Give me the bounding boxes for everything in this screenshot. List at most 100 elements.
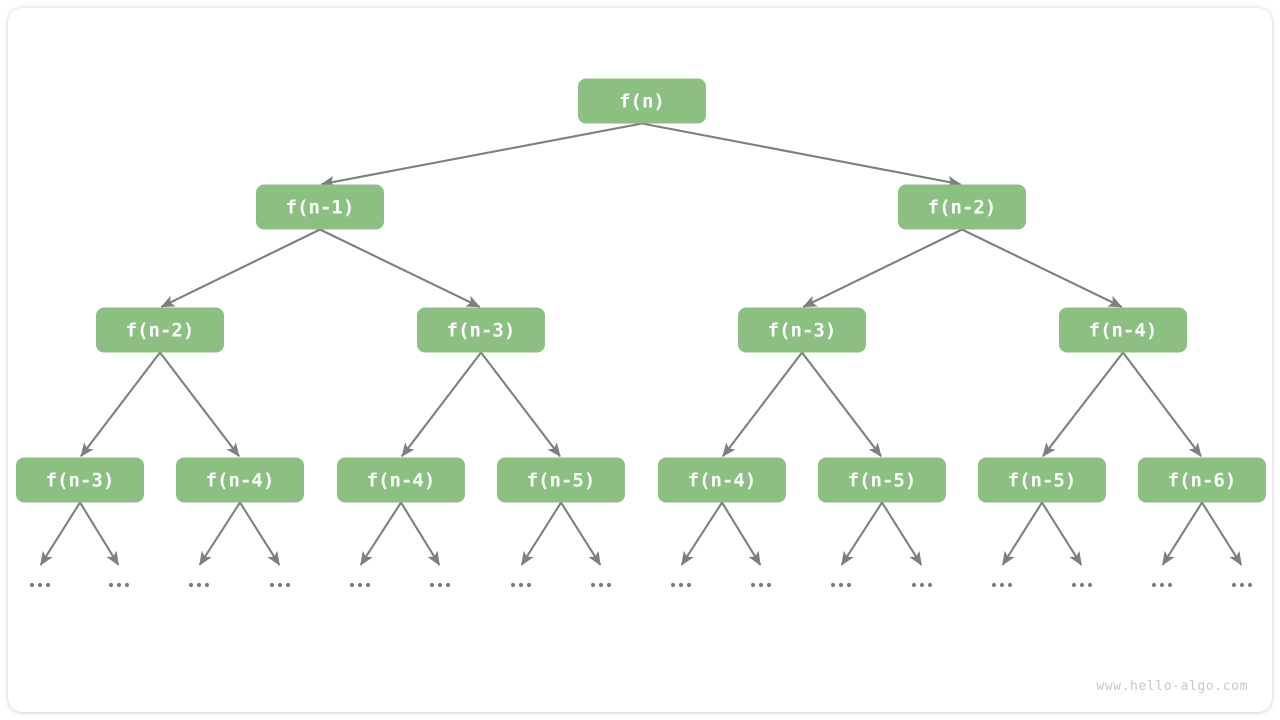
ellipsis-dot: [365, 582, 371, 588]
ellipsis-dot: [518, 582, 524, 588]
ellipsis-dot: [45, 582, 51, 588]
ellipsis-dot: [686, 582, 692, 588]
tree-edge: [802, 228, 963, 308]
tree-node-label: f(n-4): [206, 470, 275, 492]
tree-edge: [319, 228, 481, 308]
tree-node[interactable]: f(n-4): [658, 457, 786, 503]
ellipsis-dot: [29, 582, 35, 588]
ellipsis-dot: [357, 582, 363, 588]
tree-node-label: f(n-4): [688, 470, 757, 492]
ellipsis-dot: [429, 582, 435, 588]
ellipsis-dot: [1087, 582, 1093, 588]
tree-node-box: [176, 457, 304, 503]
ellipsis-dot: [1247, 582, 1253, 588]
ellipsis-dot: [510, 582, 516, 588]
ellipsis-dot: [1007, 582, 1013, 588]
ellipsis-dots: [429, 582, 451, 588]
ellipsis-dot: [590, 582, 596, 588]
tree-edge: [1042, 351, 1124, 457]
tree-node[interactable]: f(n-2): [898, 184, 1026, 230]
tree-node-label: f(n-3): [768, 320, 837, 342]
tree-node[interactable]: f(n-5): [497, 457, 625, 503]
tree-node-label: f(n-1): [286, 197, 355, 219]
ellipsis-dot: [1151, 582, 1157, 588]
ellipsis-dot: [911, 582, 917, 588]
tree-node[interactable]: f(n-5): [818, 457, 946, 503]
tree-node[interactable]: f(n-3): [16, 457, 144, 503]
ellipsis-dot: [606, 582, 612, 588]
leaf-stub-arrow: [1041, 501, 1083, 566]
diagram-card: [8, 8, 1272, 712]
leaf-stub-arrow: [881, 501, 923, 566]
ellipsis-dot: [678, 582, 684, 588]
ellipsis-dot: [124, 582, 130, 588]
ellipsis-dots: [670, 582, 692, 588]
ellipsis-dot: [750, 582, 756, 588]
tree-node[interactable]: f(n-1): [256, 184, 384, 230]
leaf-stub-arrow: [520, 501, 562, 566]
tree-node-box: [1059, 307, 1187, 353]
tree-node[interactable]: f(n-6): [1138, 457, 1266, 503]
ellipsis-dots: [750, 582, 772, 588]
watermark-text: www.hello-algo.com: [1096, 679, 1248, 694]
tree-edge: [1122, 351, 1202, 457]
ellipsis-dot: [188, 582, 194, 588]
ellipsis-dot: [766, 582, 772, 588]
ellipsis-dot: [37, 582, 43, 588]
ellipsis-dot: [1071, 582, 1077, 588]
leaf-stub-arrows-layer: [39, 501, 1243, 566]
tree-node-box: [818, 457, 946, 503]
tree-edge: [722, 351, 803, 457]
tree-node[interactable]: f(n-4): [1059, 307, 1187, 353]
ellipsis-dots: [188, 582, 210, 588]
tree-node[interactable]: f(n-5): [978, 457, 1106, 503]
ellipsis-dots: [1231, 582, 1253, 588]
tree-node-label: f(n-4): [1089, 320, 1158, 342]
ellipsis-dot: [846, 582, 852, 588]
tree-node-box: [497, 457, 625, 503]
tree-node[interactable]: f(n-2): [96, 307, 224, 353]
tree-node-box: [578, 78, 706, 124]
tree-edge: [641, 122, 962, 188]
ellipsis-dots: [510, 582, 532, 588]
ellipsis-dot: [919, 582, 925, 588]
ellipsis-dots: [269, 582, 291, 588]
tree-node-label: f(n-5): [527, 470, 596, 492]
tree-node-box: [1138, 457, 1266, 503]
leaf-stub-arrow: [39, 501, 81, 566]
ellipsis-dots: [1151, 582, 1173, 588]
edges-layer: [80, 122, 1202, 457]
leaf-stub-arrow: [1161, 501, 1203, 566]
ellipsis-dot: [1231, 582, 1237, 588]
tree-edge: [160, 228, 321, 308]
leaf-stub-arrow: [239, 501, 281, 566]
leaf-stub-arrow: [1001, 501, 1043, 566]
ellipsis-dot: [437, 582, 443, 588]
ellipsis-dot: [758, 582, 764, 588]
tree-edge: [801, 351, 882, 457]
tree-node-box: [16, 457, 144, 503]
leaf-stub-arrow: [840, 501, 883, 566]
ellipsis-dot: [999, 582, 1005, 588]
tree-node[interactable]: f(n): [578, 78, 706, 124]
ellipsis-dot: [445, 582, 451, 588]
tree-node-label: f(n-5): [1008, 470, 1077, 492]
tree-node-box: [978, 457, 1106, 503]
tree-node-label: f(n-4): [367, 470, 436, 492]
ellipsis-dot: [1167, 582, 1173, 588]
tree-node-label: f(n-2): [126, 320, 195, 342]
tree-node-label: f(n-5): [848, 470, 917, 492]
tree-node[interactable]: f(n-3): [738, 307, 866, 353]
tree-node[interactable]: f(n-4): [337, 457, 465, 503]
tree-edge: [159, 351, 240, 457]
tree-node-box: [898, 184, 1026, 230]
ellipsis-dot: [1079, 582, 1085, 588]
tree-node[interactable]: f(n-3): [417, 307, 545, 353]
leaf-stub-arrow: [359, 501, 402, 566]
tree-node[interactable]: f(n-4): [176, 457, 304, 503]
tree-node-label: f(n-3): [447, 320, 516, 342]
ellipsis-dot: [991, 582, 997, 588]
ellipsis-dots: [108, 582, 130, 588]
ellipsis-dot: [670, 582, 676, 588]
ellipsis-dots: [830, 582, 852, 588]
